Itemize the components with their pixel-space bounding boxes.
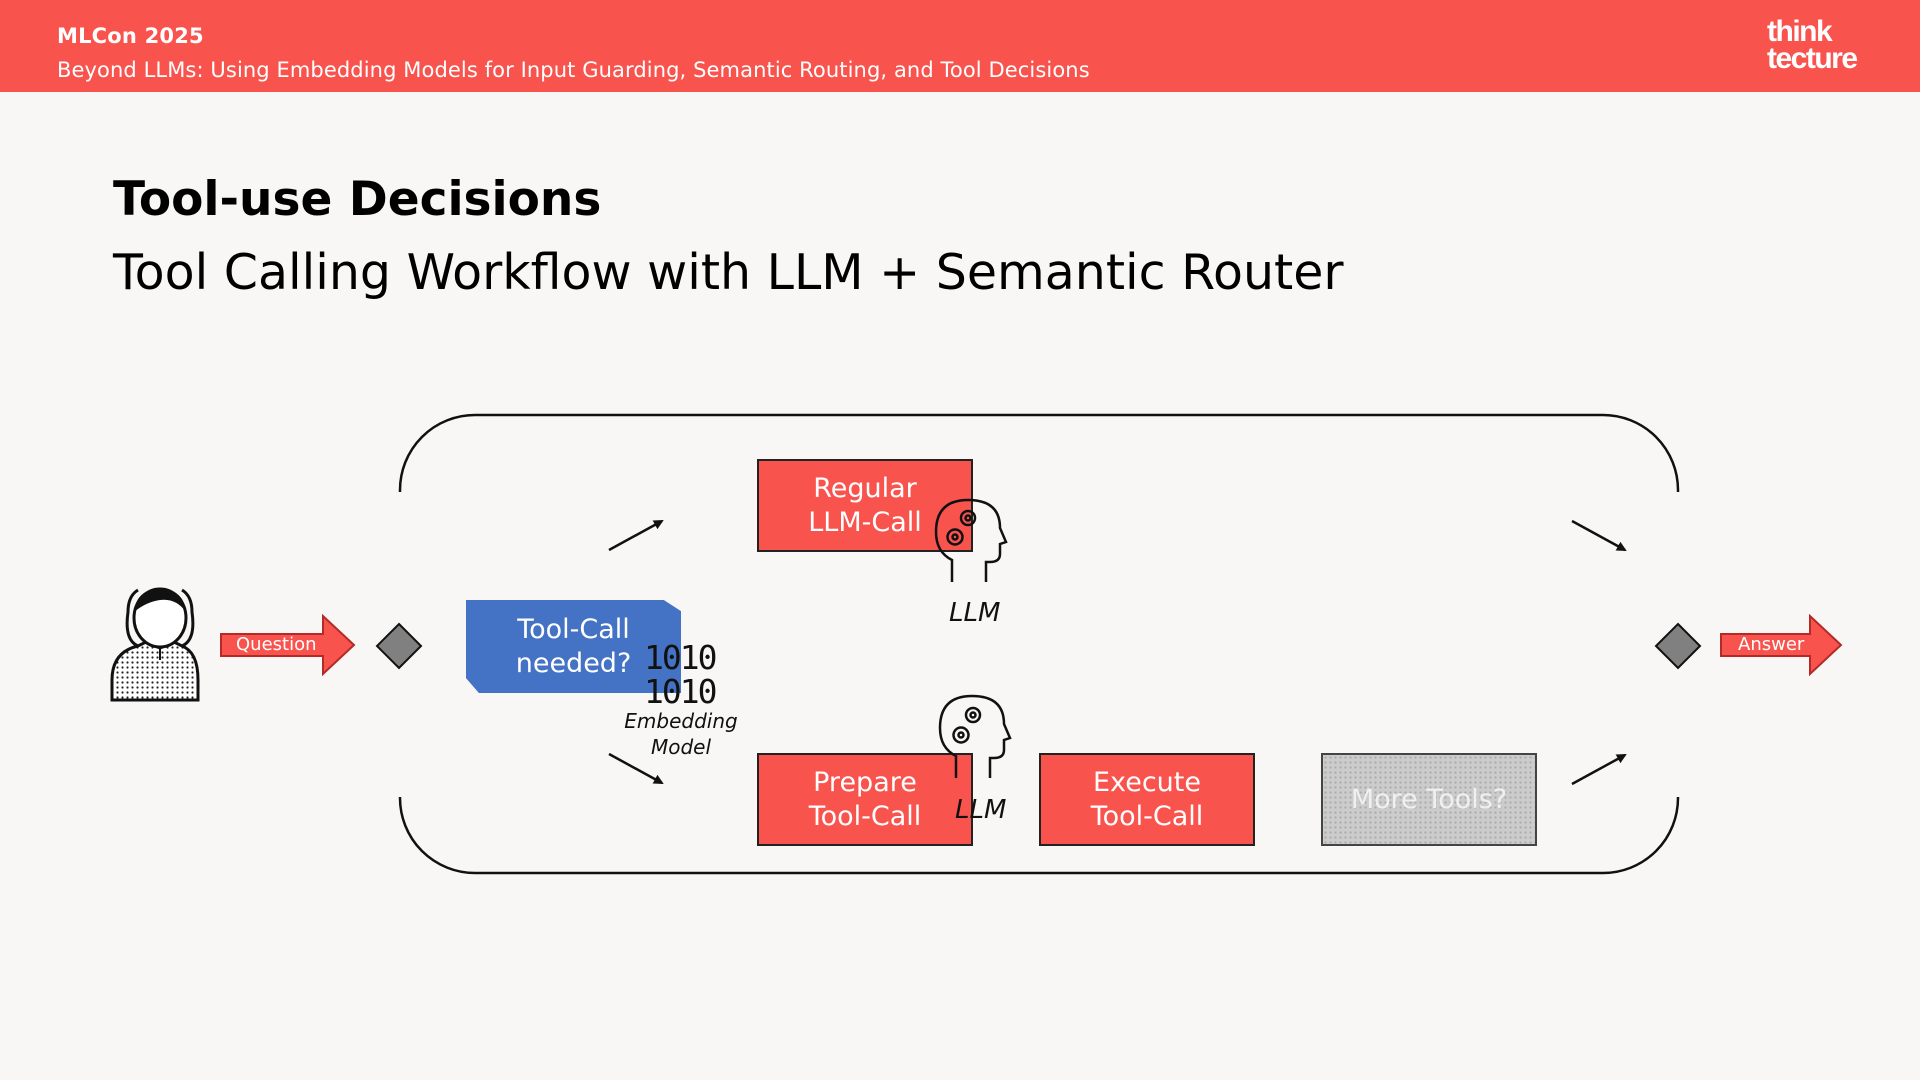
slide-subtitle: Tool Calling Workflow with LLM + Semanti… <box>113 244 1344 301</box>
answer-arrow <box>1720 613 1843 677</box>
right-gateway-diamond <box>1654 622 1702 670</box>
question-label: Question <box>236 634 317 655</box>
embedding-model-label: Embedding Model <box>624 709 738 759</box>
talk-title: Beyond LLMs: Using Embedding Models for … <box>57 58 1090 82</box>
execute-tool-call-box: Execute Tool-Call <box>1039 753 1255 846</box>
tool-call-needed-box: Tool-Call needed? <box>466 600 681 693</box>
thinktecture-logo: think tecture <box>1767 15 1858 75</box>
arrow-to-regular <box>608 519 664 552</box>
logo-line-1: think <box>1767 15 1833 48</box>
header-bar: MLCon 2025 Beyond LLMs: Using Embedding … <box>0 0 1920 92</box>
loop-frame-top <box>398 413 1680 492</box>
left-gateway-diamond <box>375 622 423 670</box>
arrow-from-regular <box>1571 519 1627 552</box>
prepare-tool-call-box: Prepare Tool-Call <box>757 753 973 846</box>
binary-code-icon: 1010 1010 <box>644 638 717 711</box>
answer-label: Answer <box>1738 634 1805 655</box>
llm-head-icon-bottom <box>938 694 1012 778</box>
conference-name: MLCon 2025 <box>57 24 204 48</box>
llm-label-bottom: LLM <box>955 795 1007 825</box>
logo-line-2: tecture <box>1767 42 1858 75</box>
more-tools-box: More Tools? <box>1321 753 1537 846</box>
llm-label-top: LLM <box>949 598 1001 628</box>
arrow-to-prepare <box>608 752 664 785</box>
slide-title: Tool-use Decisions <box>113 172 602 227</box>
llm-head-icon-top <box>934 498 1008 582</box>
arrow-from-tools <box>1571 753 1627 786</box>
loop-frame-bottom <box>398 797 1680 875</box>
user-icon <box>110 587 200 702</box>
question-arrow <box>220 613 356 677</box>
